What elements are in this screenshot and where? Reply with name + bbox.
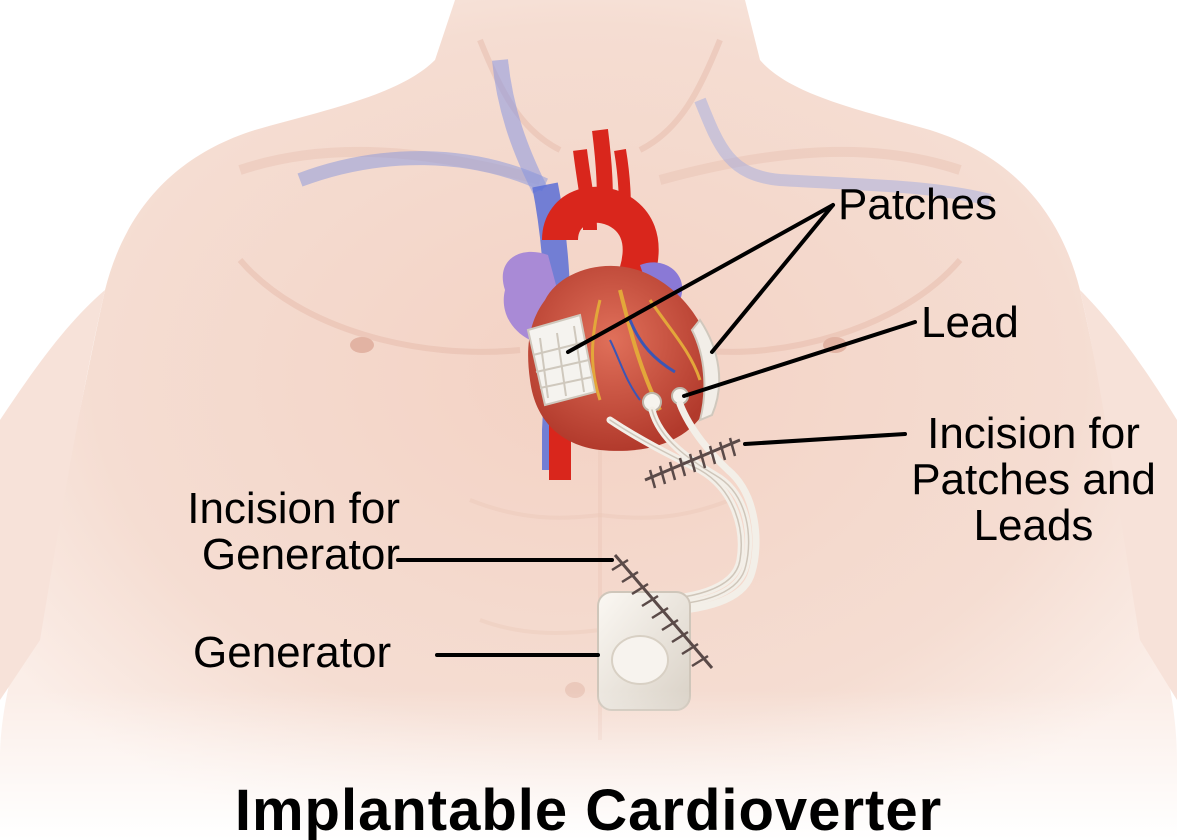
label-incision-patches-leads-line1: Incision for xyxy=(890,411,1177,457)
label-incision-patches-leads-line3: Leads xyxy=(890,503,1177,549)
label-patches: Patches xyxy=(838,182,997,228)
label-incision-generator-line2: Generator xyxy=(140,532,400,578)
label-incision-patches-leads: Incision for Patches and Leads xyxy=(890,411,1177,549)
label-incision-generator: Incision for Generator xyxy=(140,486,400,578)
label-lead: Lead xyxy=(921,300,1019,346)
label-incision-generator-line1: Incision for xyxy=(140,486,400,532)
label-incision-patches-leads-line2: Patches and xyxy=(890,457,1177,503)
page-title: Implantable Cardioverter xyxy=(0,778,1177,840)
label-generator: Generator xyxy=(193,630,391,676)
